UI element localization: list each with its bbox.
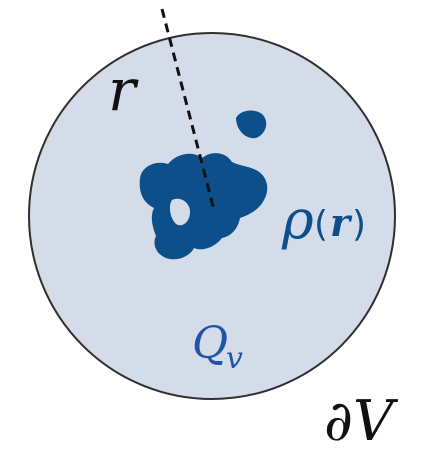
density-open-paren: ( [314,204,328,245]
charge-distribution-blob [139,110,268,260]
charge-main: Q [192,318,228,369]
boundary-label: ∂V [324,389,399,453]
density-label: ρ ( r ) [281,188,366,251]
charge-subscript: v [226,341,243,376]
density-arg: r [330,200,353,245]
radius-label: r [108,56,139,124]
density-close-paren: ) [352,204,366,245]
radius-line [160,8,216,211]
density-symbol: ρ [281,188,314,251]
enclosed-charge-label: Q v [192,318,243,376]
